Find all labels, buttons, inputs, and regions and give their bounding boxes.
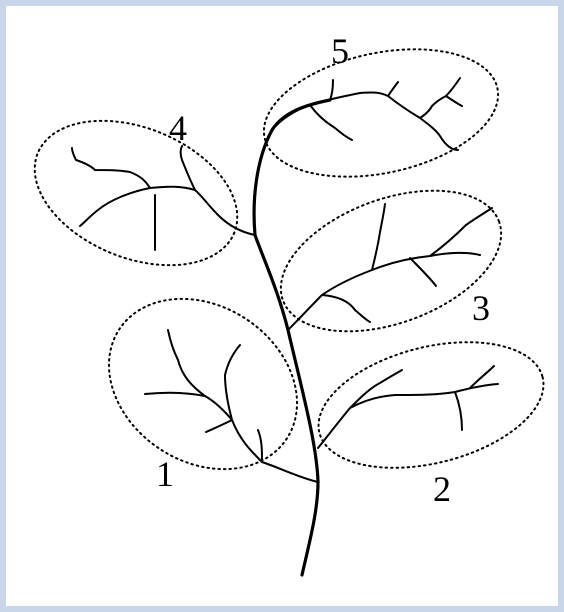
branch-group-3 xyxy=(288,204,492,330)
group-2-label: 2 xyxy=(433,469,451,509)
group-4-outline xyxy=(13,93,258,293)
branch-group-2 xyxy=(318,366,498,448)
group-1-outline xyxy=(77,264,330,504)
group-2-outline xyxy=(305,321,556,489)
main-stem xyxy=(254,100,330,575)
group-3-outline xyxy=(262,163,521,358)
branch-group-5 xyxy=(272,78,462,150)
group-4-label: 4 xyxy=(169,108,187,148)
group-3-label: 3 xyxy=(472,288,490,328)
branch-group-4 xyxy=(72,146,255,250)
group-1-label: 1 xyxy=(156,454,174,494)
group-5-label: 5 xyxy=(331,31,349,71)
